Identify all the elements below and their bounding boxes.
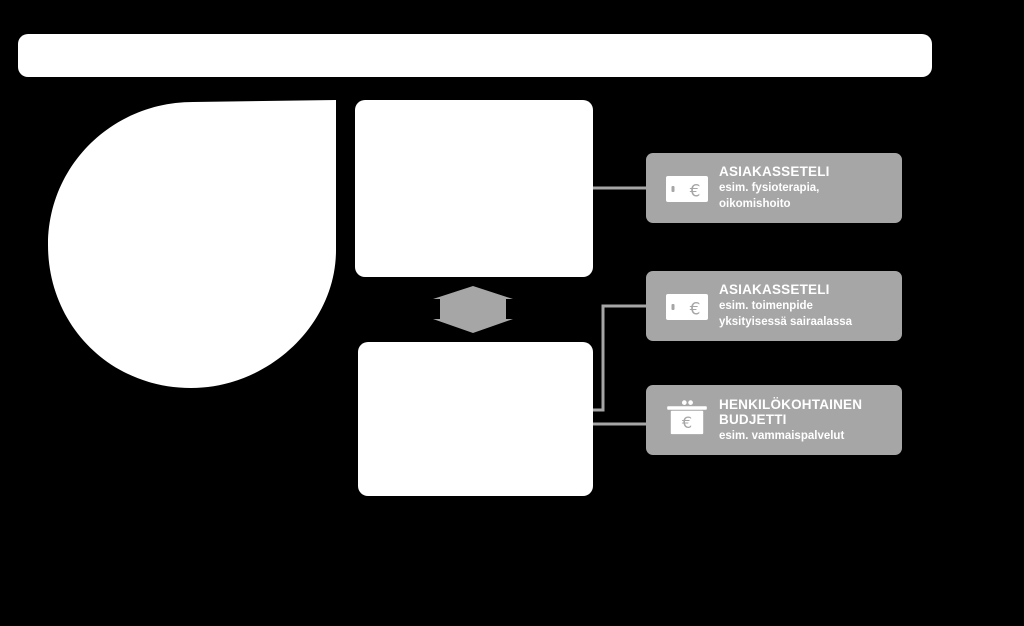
voucher-card-2: € ASIAKASSETELI esim. toimenpide yksityi… [646,271,902,341]
upper-box [355,100,593,277]
budget-card: € HENKILÖKOHTAINEN BUDJETTI esim. vammai… [646,385,902,455]
svg-text:€: € [690,300,701,320]
svg-text:€: € [690,182,701,202]
card-3-subtitle: esim. vammaispalvelut [719,430,845,442]
card-2-subtitle: esim. toimenpide yksityisessä sairaalass… [719,300,853,328]
card-1-title: ASIAKASSETELI [719,164,830,179]
lower-box [358,342,593,496]
card-2-title: ASIAKASSETELI [719,282,830,297]
card-1-subtitle: esim. fysioterapia, oikomishoito [719,182,820,210]
voucher-card-1: € ASIAKASSETELI esim. fysioterapia, oiko… [646,153,902,223]
drop-shape [48,100,336,388]
svg-text:€: € [682,413,692,432]
connector-lower-to-card-2 [593,304,646,412]
euro-card-icon: € [666,176,708,202]
header-bar [18,34,932,77]
exchange-arrow-icon [433,286,513,333]
euro-wallet-icon: € [667,400,707,435]
euro-card-icon: € [666,294,708,320]
card-3-title: HENKILÖKOHTAINEN BUDJETTI [719,397,863,427]
